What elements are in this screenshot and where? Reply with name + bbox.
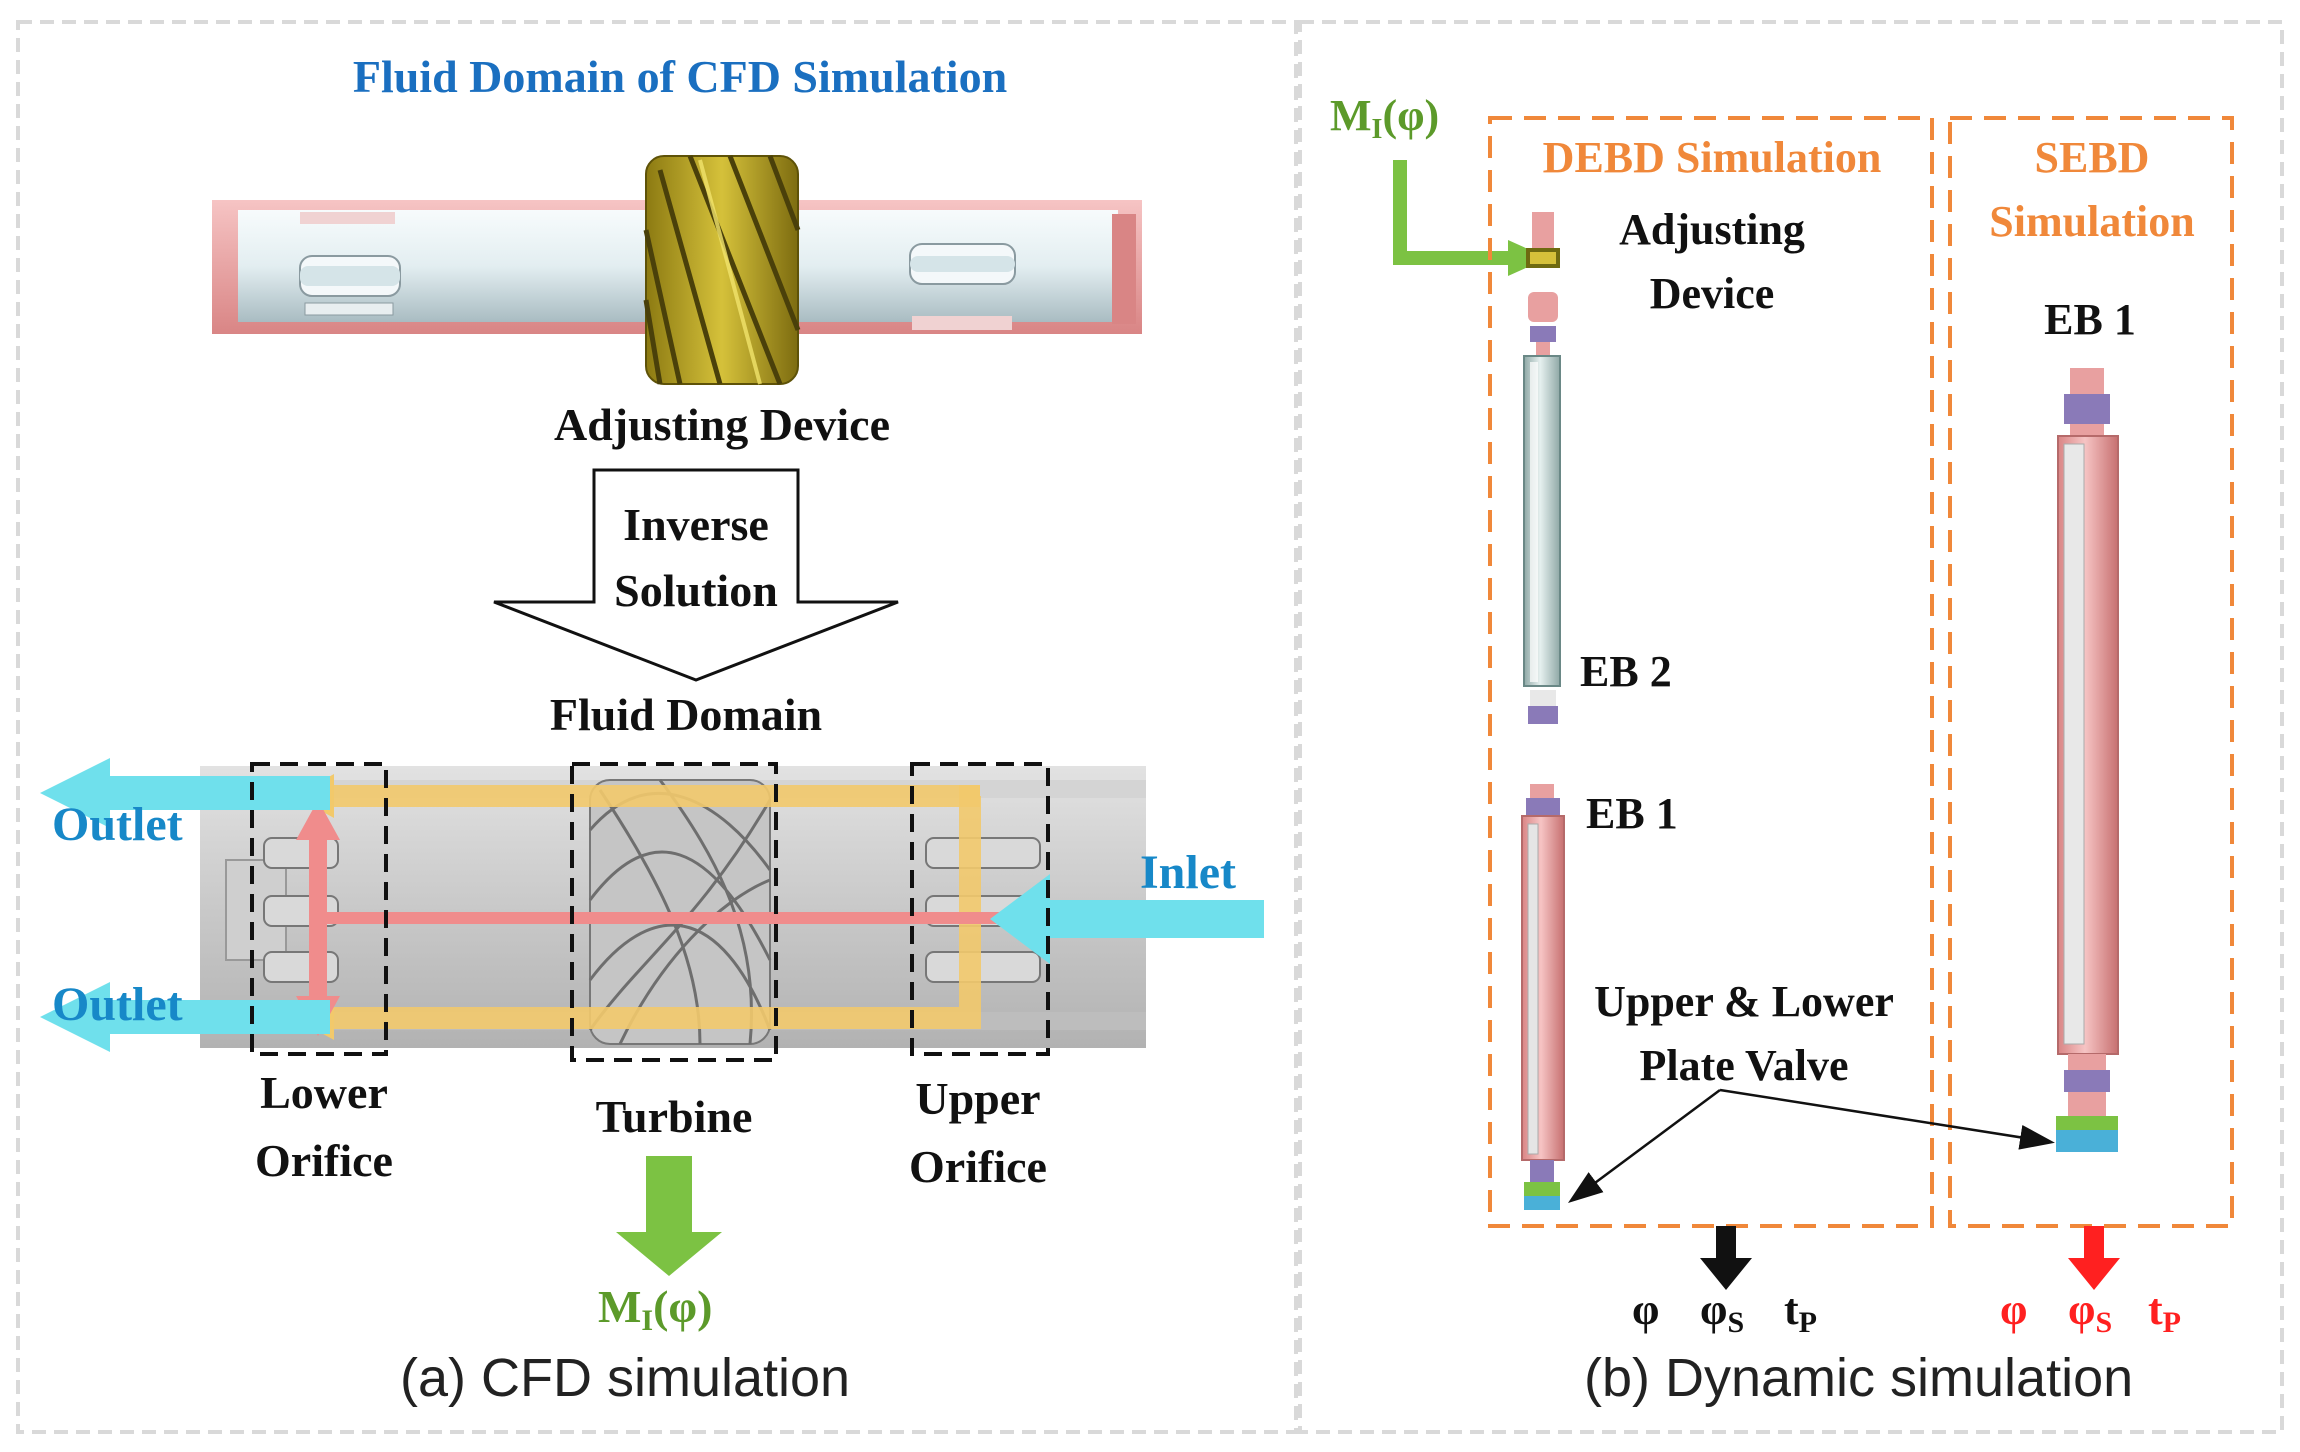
panel-a-title: Fluid Domain of CFD Simulation bbox=[353, 51, 1007, 102]
eb1-right-label: EB 1 bbox=[2044, 295, 2136, 344]
eb2-label: EB 2 bbox=[1580, 647, 1672, 696]
sebd-title-2: Simulation bbox=[1989, 197, 2194, 246]
turbine-box bbox=[570, 762, 778, 1062]
upper-orifice-box bbox=[910, 762, 1050, 1056]
moment-input-arrow bbox=[1393, 160, 1548, 276]
inlet-label: Inlet bbox=[1140, 846, 1236, 899]
outlet-arrow-top bbox=[40, 758, 330, 828]
turbine-label: Turbine bbox=[596, 1091, 753, 1142]
panel-a-frame bbox=[16, 20, 1298, 1434]
debd-outputs: φ φS tP bbox=[1632, 1285, 1817, 1342]
fluid-domain-label: Fluid Domain bbox=[550, 689, 822, 740]
sebd-output-arrow bbox=[2068, 1226, 2120, 1290]
inverse-solution-arrow bbox=[493, 468, 899, 682]
lower-orifice-box bbox=[250, 762, 388, 1056]
inverse-label: Inverse bbox=[623, 499, 769, 550]
fluid-domain-model bbox=[200, 766, 1146, 1048]
debd-title: DEBD Simulation bbox=[1543, 133, 1882, 182]
valve-pointer-right bbox=[1719, 1088, 2055, 1150]
adjusting-device-model bbox=[212, 155, 1142, 385]
moment-output-arrow bbox=[616, 1156, 722, 1276]
outlet-arrow-bottom bbox=[40, 982, 330, 1052]
moment-input-label: MI(φ) bbox=[1330, 91, 1439, 145]
debd-lower-rotor bbox=[1521, 784, 1565, 1210]
eb1-left-label: EB 1 bbox=[1586, 789, 1678, 838]
adjusting-label-1: Adjusting bbox=[1619, 205, 1805, 254]
debd-box bbox=[1488, 116, 1934, 1228]
moment-output-label: MI(φ) bbox=[598, 1281, 712, 1337]
debd-output-arrow bbox=[1700, 1226, 1752, 1290]
valve-pointer-left bbox=[1567, 1088, 1721, 1203]
panel-a-caption: (a) CFD simulation bbox=[400, 1348, 850, 1408]
outlet-bottom-label: Outlet bbox=[52, 978, 183, 1031]
solution-label: Solution bbox=[614, 565, 778, 616]
sebd-title-1: SEBD bbox=[2035, 133, 2150, 182]
adjusting-label-2: Device bbox=[1650, 269, 1775, 318]
upper-orifice-label-1: Upper bbox=[915, 1073, 1040, 1124]
panel-b-caption: (b) Dynamic simulation bbox=[1584, 1348, 2133, 1408]
lower-orifice-label-1: Lower bbox=[260, 1067, 388, 1118]
outlet-top-label: Outlet bbox=[52, 798, 183, 851]
lower-orifice-label-2: Orifice bbox=[255, 1135, 393, 1186]
debd-upper-rotor bbox=[1523, 212, 1561, 724]
upper-orifice-label-2: Orifice bbox=[909, 1141, 1047, 1192]
panel-b-frame bbox=[1298, 20, 2284, 1434]
valve-label-1: Upper & Lower bbox=[1594, 977, 1894, 1026]
inlet-arrow bbox=[990, 874, 1264, 964]
sebd-rotor bbox=[2056, 368, 2119, 1152]
sebd-outputs: φ φS tP bbox=[2000, 1285, 2181, 1342]
valve-label-2: Plate Valve bbox=[1640, 1041, 1849, 1090]
adjusting-device-label: Adjusting Device bbox=[554, 399, 890, 450]
